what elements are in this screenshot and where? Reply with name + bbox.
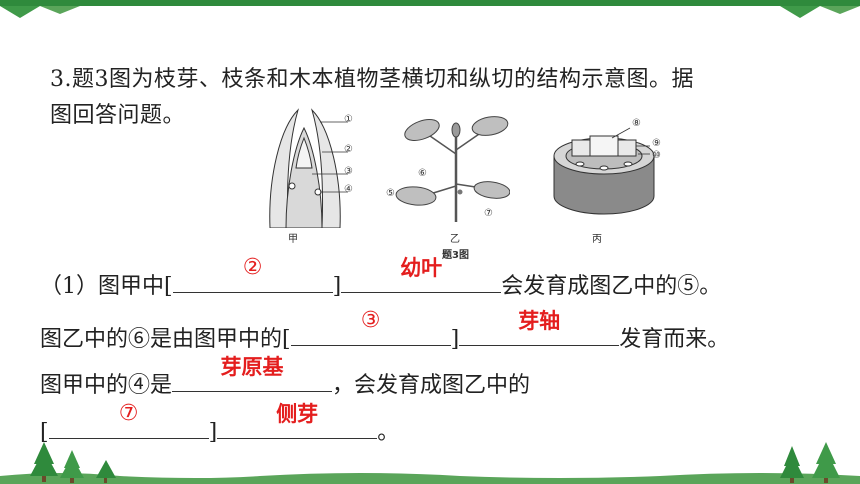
answer-text: ③ <box>360 308 381 333</box>
answer-line-1: （1）图甲中[②]幼叶会发育成图乙中的⑤。 <box>40 255 721 302</box>
label-5: ⑤ <box>386 188 395 199</box>
question-stem: 3.题3图为枝芽、枝条和木本植物茎横切和纵切的结构示意图。据 图回答问题。 <box>50 62 830 134</box>
label-8: ⑧ <box>632 118 641 129</box>
answer-text: ② <box>242 255 263 280</box>
twig-drawing <box>395 116 510 222</box>
label-7: ⑦ <box>484 208 493 219</box>
label-3: ③ <box>344 166 353 177</box>
answer-text: ⑦ <box>118 401 139 426</box>
answer-line-3: 图甲中的④是芽原基，会发育成图乙中的 <box>40 355 530 401</box>
caption-jia: 甲 <box>288 234 298 245</box>
blank-1[interactable]: ② <box>172 255 333 293</box>
bottom-decoration <box>0 442 860 484</box>
figure-title: 题3图 <box>442 250 469 261</box>
blank-3[interactable]: ③ <box>290 308 451 346</box>
caption-yi: 乙 <box>450 234 460 245</box>
blank-7[interactable]: 侧芽 <box>217 402 378 439</box>
tree-icon <box>30 442 58 482</box>
blank-6[interactable]: ⑦ <box>48 401 209 439</box>
label-2: ② <box>344 144 353 155</box>
stem-section-drawing <box>553 127 655 215</box>
figure-3: ① ② ③ ④ 甲 ⑤ ⑥ ⑦ 乙 ⑧ ⑨ ⑩ 丙 题3图 <box>240 108 700 261</box>
label-10: ⑩ <box>652 150 661 161</box>
top-decoration <box>0 0 860 22</box>
label-6: ⑥ <box>418 168 427 179</box>
blank-2[interactable]: 幼叶 <box>341 256 502 293</box>
answer-text: 芽原基 <box>220 355 284 379</box>
answer-text: 幼叶 <box>400 256 443 280</box>
question-line-2: 图回答问题。 <box>50 103 186 128</box>
caption-bing: 丙 <box>592 234 602 245</box>
answer-text: 侧芽 <box>276 402 319 426</box>
label-1: ① <box>344 114 353 125</box>
label-4: ④ <box>344 184 353 195</box>
question-line-1: 3.题3图为枝芽、枝条和木本植物茎横切和纵切的结构示意图。据 <box>50 67 694 92</box>
blank-5[interactable]: 芽原基 <box>172 355 333 392</box>
blank-4[interactable]: 芽轴 <box>459 309 620 346</box>
answer-line-4: [⑦]侧芽。 <box>40 401 399 448</box>
answer-line-2: 图乙中的⑥是由图甲中的[③]芽轴发育而来。 <box>40 308 729 355</box>
answer-text: 芽轴 <box>518 309 561 333</box>
label-9: ⑨ <box>652 138 661 149</box>
bud-section-drawing <box>269 108 348 228</box>
